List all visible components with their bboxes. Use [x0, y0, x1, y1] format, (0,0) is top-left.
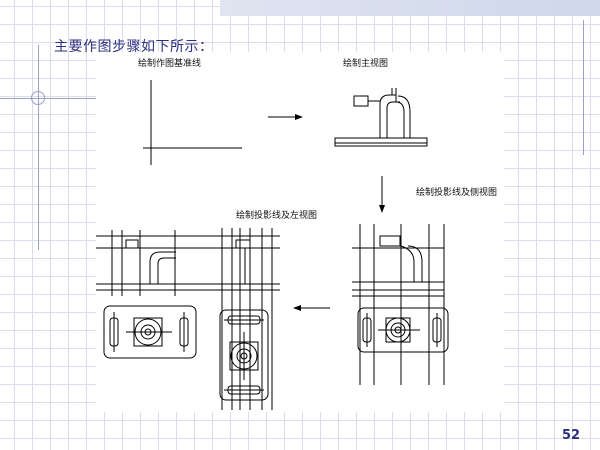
decorative-vertical-line-right [583, 20, 584, 155]
slide-heading: 主要作图步骤如下所示： [54, 39, 214, 55]
top-accent-bar [220, 0, 600, 16]
step2-main-view [334, 88, 428, 147]
step3-projection-and-side-view [352, 224, 449, 385]
step4-projection-and-left-view [96, 228, 280, 410]
decorative-horizontal-line [0, 98, 120, 99]
step2-label: 绘制主视图 [343, 59, 389, 69]
step4-label: 绘制投影线及左视图 [236, 211, 318, 221]
page-number: 52 [562, 428, 581, 443]
decorative-vertical-line [38, 45, 39, 250]
decorative-circle [31, 91, 45, 105]
step1-datum-lines [143, 80, 242, 165]
step3-label: 绘制投影线及侧视图 [416, 188, 498, 198]
step1-label: 绘制作图基准线 [138, 59, 202, 69]
